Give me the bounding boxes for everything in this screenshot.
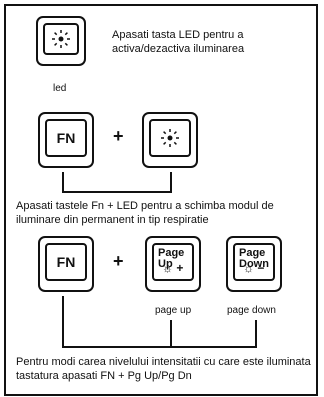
led-key [36, 16, 86, 66]
page-up-symbol: ☼ + [162, 261, 184, 275]
fn-key-label: FN [56, 130, 76, 146]
page-up-key-face: Page Up ☼ + [152, 243, 194, 281]
bracket-right [170, 172, 172, 192]
bracket3-bottom [62, 346, 257, 348]
sun-icon [52, 30, 70, 48]
page-down-key-face: Page Down ☼ − [233, 243, 275, 281]
bracket-left [62, 172, 64, 192]
page-down-label: Page Down [239, 247, 269, 270]
fn-key-2: FN [38, 236, 94, 292]
led-instructions: Apasati tasta LED pentru a activa/dezact… [112, 29, 245, 55]
bracket-bottom [62, 191, 172, 193]
bracket3-right [255, 320, 257, 347]
bracket3-left [62, 296, 64, 347]
fn-key-2-face: FN [45, 243, 87, 281]
led-key-face [43, 23, 79, 55]
fn-key-face: FN [45, 119, 87, 157]
page-down-symbol: ☼ − [243, 261, 265, 275]
page-down-caption: page down [227, 305, 276, 316]
fn-led-instructions: Apasati tastele Fn + LED pentru a schimb… [16, 200, 274, 226]
plus-sign: + [113, 126, 124, 146]
plus-sign-2: + [113, 251, 124, 271]
page-down-key: Page Down ☼ − [226, 236, 282, 292]
intensity-instructions: Pentru modi carea nivelului intensitatii… [16, 356, 311, 382]
page-up-key: Page Up ☼ + [145, 236, 201, 292]
led-key-combo-face [149, 119, 191, 157]
page-up-label: Page Up [158, 247, 185, 270]
fn-key-2-label: FN [56, 254, 76, 270]
page-up-caption: page up [155, 305, 192, 316]
fn-key: FN [38, 112, 94, 168]
led-key-combo [142, 112, 198, 168]
instruction-frame [4, 4, 318, 396]
led-caption: led [53, 83, 67, 94]
bracket3-mid [170, 320, 172, 347]
sun-icon [161, 129, 179, 147]
